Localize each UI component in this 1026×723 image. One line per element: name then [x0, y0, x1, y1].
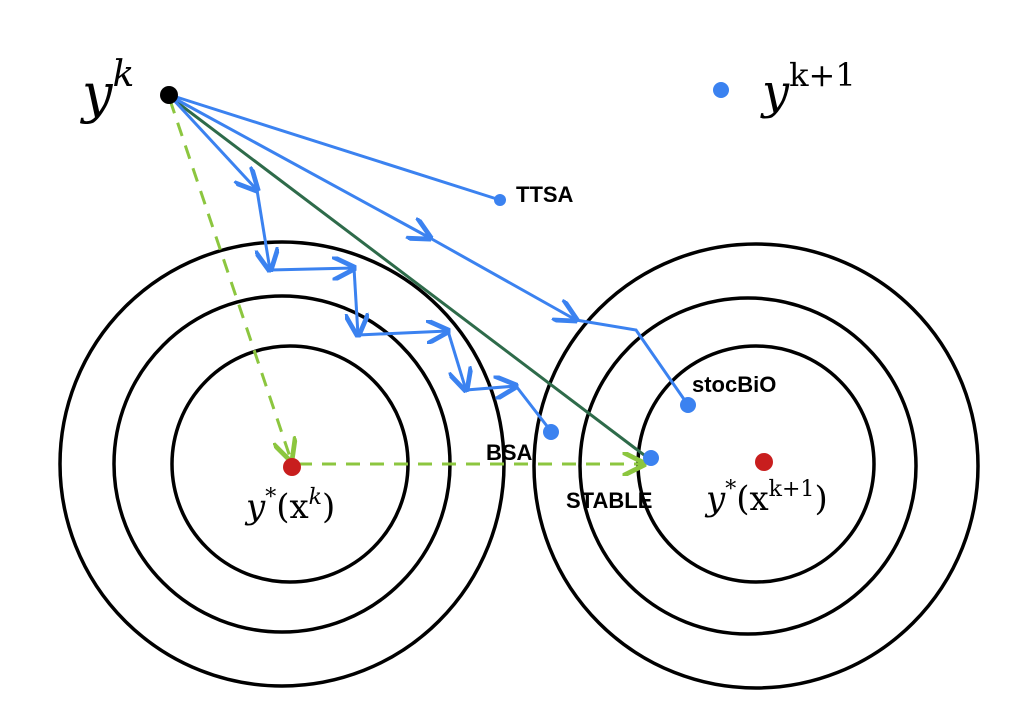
ttsa-point — [494, 194, 506, 206]
dashed-path-to-left-optimum — [168, 99, 291, 460]
stocbio-label: stocBiO — [692, 372, 776, 397]
stable-path — [169, 95, 649, 460]
left-optimum-point — [283, 458, 301, 476]
start-point-yk — [160, 86, 178, 104]
left-contour-outer — [58, 240, 506, 688]
right-optimum-point — [755, 453, 773, 471]
left-optimum-label: y*(xk) — [244, 485, 335, 527]
left-contours — [58, 240, 506, 688]
legend-label: yk+1 — [760, 56, 856, 120]
legend-marker — [713, 82, 729, 98]
ttsa-path — [169, 93, 501, 202]
bsa-label: BSA — [486, 440, 533, 465]
bsa-point — [543, 424, 559, 440]
yk-label: yk — [80, 54, 134, 125]
ttsa-label: TTSA — [516, 182, 574, 207]
bsa-path — [168, 94, 552, 431]
right-contour-outer — [532, 242, 980, 690]
stable-label: STABLE — [566, 488, 652, 513]
right-optimum-label: y*(xk+1) — [704, 477, 828, 519]
stocbio-path — [169, 94, 690, 406]
right-contour-middle — [578, 296, 918, 636]
stable-point — [643, 450, 659, 466]
stocbio-point — [680, 397, 696, 413]
